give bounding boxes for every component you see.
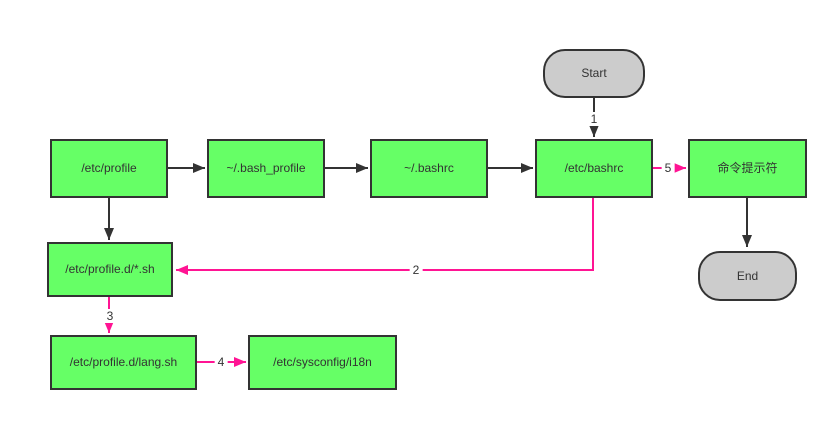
- node-end: End: [698, 251, 797, 301]
- node-start: Start: [543, 49, 645, 98]
- node-i18n: /etc/sysconfig/i18n: [248, 335, 397, 390]
- node-start-label: Start: [581, 66, 607, 81]
- node-etc-profile-label: /etc/profile: [81, 161, 137, 176]
- node-user-bashrc: ~/.bashrc: [370, 139, 488, 198]
- node-command-prompt: 命令提示符: [688, 139, 807, 198]
- edge-label-3: 3: [103, 309, 117, 323]
- edge-label-1: 1: [587, 112, 601, 126]
- node-bash-profile: ~/.bash_profile: [207, 139, 325, 198]
- node-profile-d: /etc/profile.d/*.sh: [47, 242, 173, 297]
- edge-etc-bashrc-to-profile-d: [176, 198, 594, 275]
- node-etc-bashrc: /etc/bashrc: [535, 139, 653, 198]
- node-etc-profile: /etc/profile: [50, 139, 168, 198]
- node-i18n-label: /etc/sysconfig/i18n: [273, 355, 372, 370]
- edge-label-2: 2: [409, 263, 423, 277]
- node-user-bashrc-label: ~/.bashrc: [404, 161, 454, 176]
- edge-label-4: 4: [214, 355, 228, 369]
- edge-label-5: 5: [661, 161, 675, 175]
- node-end-label: End: [736, 268, 759, 283]
- node-bash-profile-label: ~/.bash_profile: [226, 161, 306, 176]
- node-etc-bashrc-label: /etc/bashrc: [564, 161, 624, 176]
- node-profile-d-label: /etc/profile.d/*.sh: [65, 262, 155, 277]
- node-lang-sh: /etc/profile.d/lang.sh: [50, 335, 197, 390]
- node-command-prompt-label: 命令提示符: [717, 161, 778, 176]
- node-lang-sh-label: /etc/profile.d/lang.sh: [69, 355, 178, 370]
